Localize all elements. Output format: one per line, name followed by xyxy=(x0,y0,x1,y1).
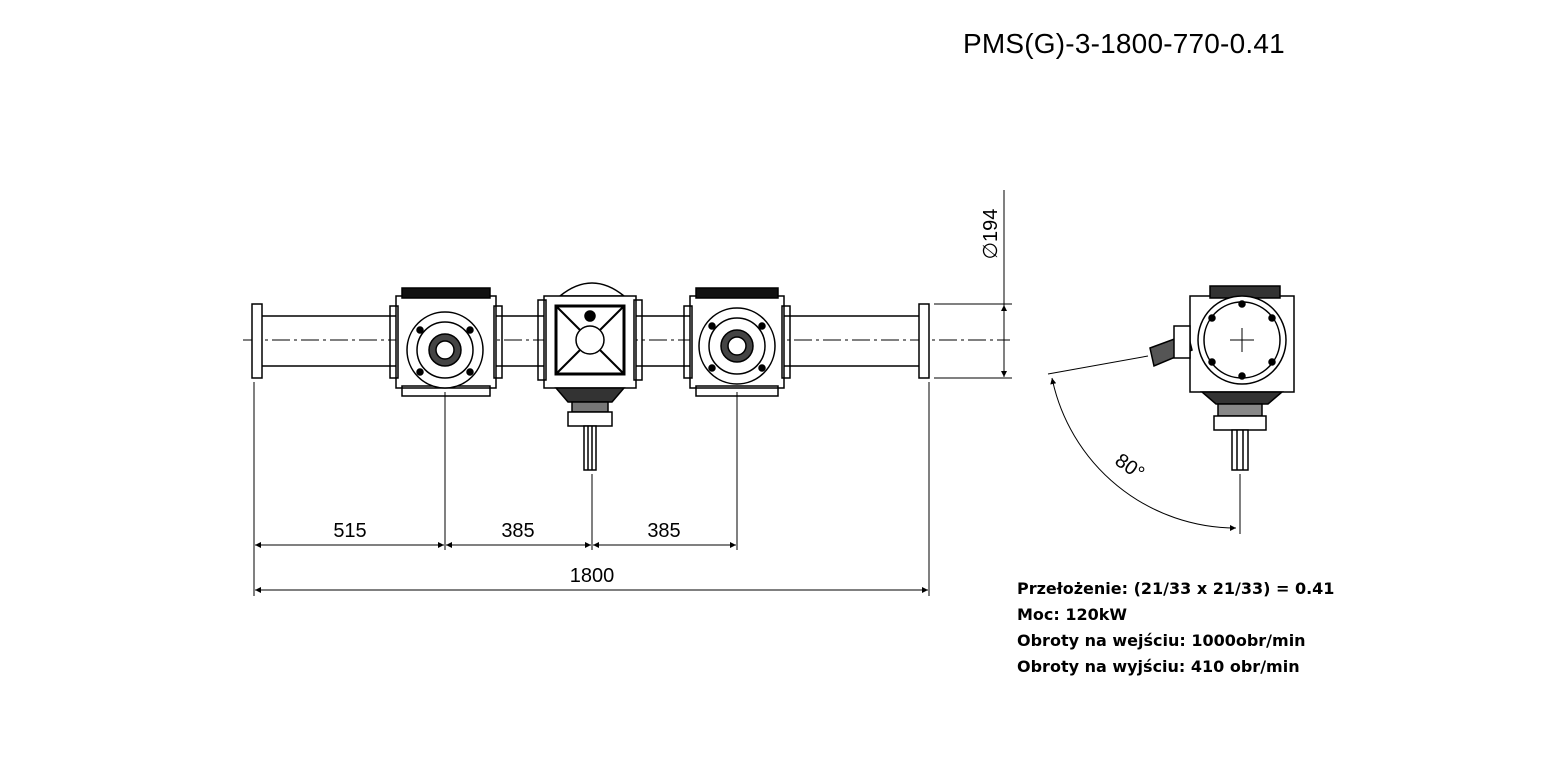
gearbox-left xyxy=(389,287,503,397)
side-view-gearbox xyxy=(1149,285,1295,471)
dimension-diameter: ∅194 xyxy=(980,209,1002,260)
angle-label: 80° xyxy=(1111,449,1148,484)
spec-ratio: Przełożenie: (21/33 x 21/33) = 0.41 xyxy=(1017,579,1335,598)
angle-dimension xyxy=(1047,355,1241,534)
dimension-lines xyxy=(255,190,1007,593)
dimension-1800: 1800 xyxy=(570,565,615,587)
spec-output-speed: Obroty na wyjściu: 410 obr/min xyxy=(1017,657,1300,676)
spec-input-speed: Obroty na wejściu: 1000obr/min xyxy=(1017,631,1306,650)
dimension-385-a: 385 xyxy=(501,520,534,542)
dimension-385-b: 385 xyxy=(647,520,680,542)
extension-lines xyxy=(253,303,1012,596)
spec-power: Moc: 120kW xyxy=(1017,605,1128,624)
drawing-title: PMS(G)-3-1800-770-0.41 xyxy=(963,28,1285,59)
gearbox-right xyxy=(683,287,791,397)
gearbox-middle xyxy=(537,282,643,471)
specifications: Przełożenie: (21/33 x 21/33) = 0.41 Moc:… xyxy=(1017,576,1334,680)
dimension-515: 515 xyxy=(333,520,366,542)
